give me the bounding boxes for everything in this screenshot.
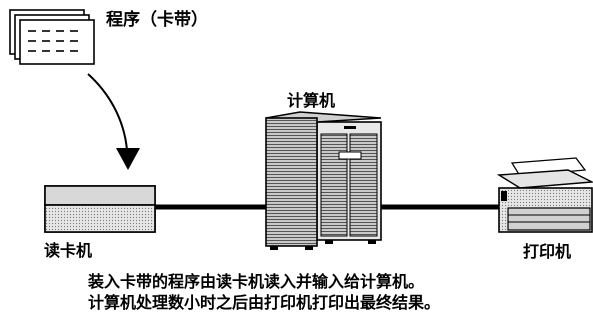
printer-label: 打印机 — [523, 242, 572, 261]
input-arrow — [87, 73, 140, 170]
caption-line-2: 计算机处理数小时之后由打印机打印出最终结果。 — [88, 293, 441, 312]
printer-icon — [496, 157, 593, 233]
caption: 装入卡带的程序由读卡机读入并输入给计算机。 计算机处理数小时之后由打印机打印出最… — [88, 271, 440, 313]
computer-label: 计算机 — [287, 91, 336, 110]
card-reader-label: 读卡机 — [44, 241, 93, 260]
program-card-deck-icon — [9, 9, 95, 65]
card-reader-icon — [44, 185, 156, 233]
computer-icon — [265, 111, 382, 250]
caption-line-1: 装入卡带的程序由读卡机读入并输入给计算机。 — [88, 272, 425, 291]
program-label: 程序（卡带） — [106, 10, 208, 30]
